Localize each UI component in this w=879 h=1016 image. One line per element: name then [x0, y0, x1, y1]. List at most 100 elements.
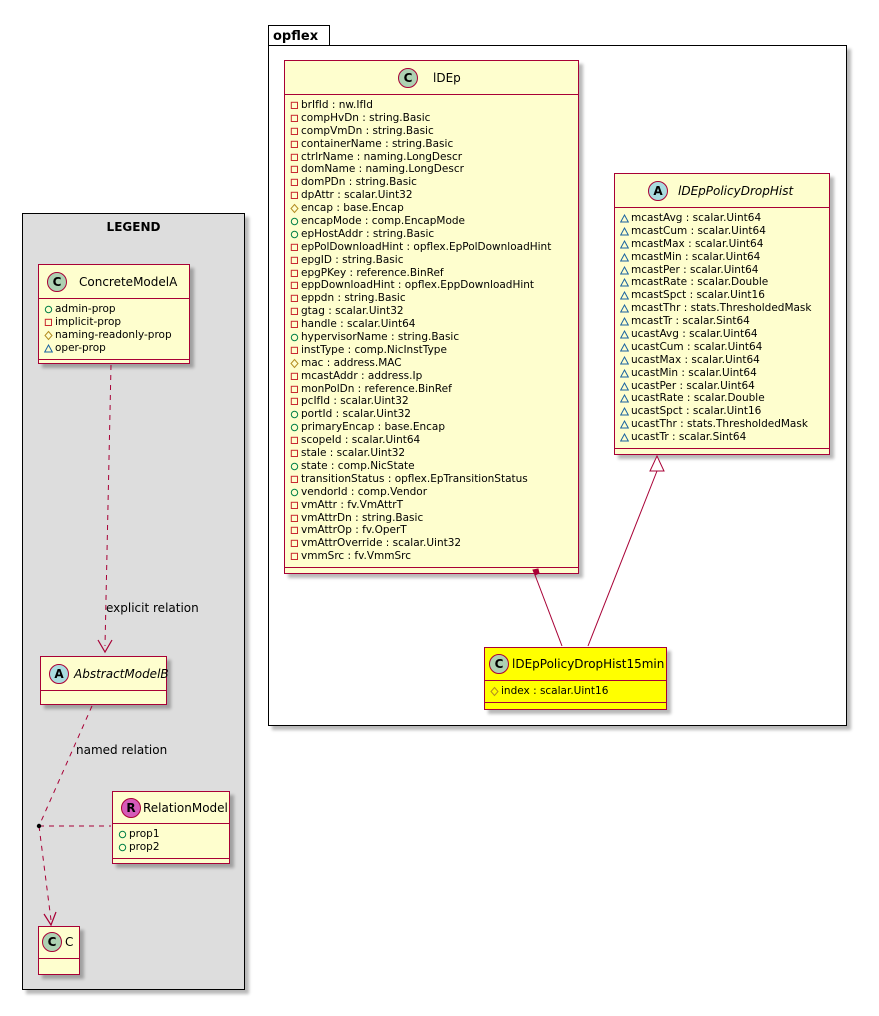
attribute-row: ctrlrName : naming.LongDescr — [285, 151, 578, 164]
composition-diamond — [532, 568, 540, 576]
attribute-row: portId : scalar.Uint32 — [285, 408, 578, 421]
private-visibility-icon — [290, 151, 299, 164]
attribute-text: eppDownloadHint : opflex.EppDownloadHint — [301, 279, 535, 292]
attribute-text: vendorId : comp.Vendor — [301, 485, 428, 498]
attribute-text: prop1 — [129, 828, 160, 840]
explicit-relation-label: explicit relation — [106, 601, 199, 615]
protected-visibility-icon — [44, 329, 53, 342]
private-visibility-icon — [290, 550, 299, 563]
package-visibility-icon — [619, 315, 630, 328]
package-visibility-icon — [619, 328, 630, 341]
attribute-row: eppDownloadHint : opflex.EppDownloadHint — [285, 279, 578, 292]
attribute-row: mcastPer : scalar.Uint64 — [615, 264, 829, 277]
class-name: RelationModel — [143, 801, 228, 815]
attribute-text: index : scalar.Uint16 — [501, 685, 609, 697]
attribute-text: admin-prop — [55, 303, 116, 315]
attribute-text: instType : comp.NicInstType — [301, 343, 447, 356]
attribute-row: instType : comp.NicInstType — [285, 344, 578, 357]
package-visibility-icon — [619, 418, 630, 431]
attribute-row: monPolDn : reference.BinRef — [285, 383, 578, 396]
private-visibility-icon — [290, 189, 299, 202]
attribute-text: ucastPer : scalar.Uint64 — [631, 379, 755, 392]
class-ldep-policy-drop-hist[interactable]: A lDEpPolicyDropHist mcastAvg : scalar.U… — [614, 173, 830, 455]
attribute-row: mcastMax : scalar.Uint64 — [615, 238, 829, 251]
attribute-row: mcastMin : scalar.Uint64 — [615, 251, 829, 264]
protected-visibility-icon — [290, 357, 299, 370]
named-relation-label: named relation — [76, 743, 168, 757]
private-visibility-icon — [290, 279, 299, 292]
private-visibility-icon — [290, 395, 299, 408]
attribute-row: mcastAddr : address.Ip — [285, 370, 578, 383]
attribute-text: prop2 — [129, 840, 160, 853]
attribute-row: compHvDn : string.Basic — [285, 112, 578, 125]
class-ldep-policy-drop-hist-15min[interactable]: C lDEpPolicyDropHist15min index : scalar… — [484, 647, 667, 710]
attribute-text: mcastMin : scalar.Uint64 — [631, 250, 761, 263]
public-visibility-icon — [290, 460, 299, 473]
private-visibility-icon — [290, 524, 299, 537]
private-visibility-icon — [290, 370, 299, 383]
attribute-row: oper-prop — [39, 342, 189, 355]
private-visibility-icon — [290, 512, 299, 525]
attribute-row: index : scalar.Uint16 — [485, 685, 666, 698]
package-visibility-icon — [619, 276, 630, 289]
attribute-row: vmmSrc : fv.VmmSrc — [285, 550, 578, 563]
class-c[interactable]: C C — [38, 926, 80, 975]
package-visibility-icon — [619, 367, 630, 380]
public-visibility-icon — [44, 303, 53, 316]
class-stereotype-icon: C — [42, 932, 62, 952]
package-visibility-icon — [619, 380, 630, 393]
package-visibility-icon — [619, 238, 630, 251]
named-relation-line — [38, 705, 93, 827]
attribute-text: epgPKey : reference.BinRef — [301, 266, 444, 279]
private-visibility-icon — [290, 473, 299, 486]
attribute-row: transitionStatus : opflex.EpTransitionSt… — [285, 473, 578, 486]
private-visibility-icon — [290, 99, 299, 112]
attribute-row: domPDn : string.Basic — [285, 176, 578, 189]
attribute-text: mcastAddr : address.Ip — [301, 369, 423, 382]
attribute-text: mcastPer : scalar.Uint64 — [631, 263, 759, 276]
private-visibility-icon — [290, 292, 299, 305]
attribute-row: mcastRate : scalar.Double — [615, 276, 829, 289]
private-visibility-icon — [290, 499, 299, 512]
attribute-row: compVmDn : string.Basic — [285, 125, 578, 138]
class-stereotype-icon: C — [489, 654, 509, 674]
attribute-text: ucastSpct : scalar.Uint16 — [631, 405, 762, 418]
private-visibility-icon — [290, 176, 299, 189]
package-tab: opflex — [268, 25, 330, 46]
attribute-row: vmAttr : fv.VmAttrT — [285, 499, 578, 512]
package-visibility-icon — [43, 342, 54, 355]
attribute-row: mcastCum : scalar.Uint64 — [615, 225, 829, 238]
attribute-row: epgPKey : reference.BinRef — [285, 267, 578, 280]
public-visibility-icon — [290, 228, 299, 241]
package-visibility-icon — [619, 392, 630, 405]
composition-line — [534, 574, 563, 647]
package-visibility-icon — [619, 264, 630, 277]
class-abstract-model-b[interactable]: A AbstractModelB — [40, 656, 169, 705]
attribute-row: encap : base.Encap — [285, 202, 578, 215]
attribute-row: vmAttrOverride : scalar.Uint32 — [285, 537, 578, 550]
relation-target-line — [38, 825, 52, 921]
package-visibility-icon — [619, 225, 630, 238]
attribute-text: ucastMin : scalar.Uint64 — [631, 366, 757, 379]
attribute-text: epHostAddr : string.Basic — [301, 227, 435, 240]
private-visibility-icon — [290, 434, 299, 447]
attribute-text: epPolDownloadHint : opflex.EpPolDownload… — [301, 240, 552, 253]
attribute-text: ucastRate : scalar.Double — [631, 392, 765, 405]
attribute-row: stale : scalar.Uint32 — [285, 447, 578, 460]
attribute-text: mcastAvg : scalar.Uint64 — [631, 212, 762, 224]
attribute-text: scopeId : scalar.Uint64 — [301, 434, 421, 447]
attribute-text: naming-readonly-prop — [55, 328, 172, 341]
attribute-row: ucastMin : scalar.Uint64 — [615, 367, 829, 380]
private-visibility-icon — [290, 267, 299, 280]
private-visibility-icon — [290, 305, 299, 318]
public-visibility-icon — [290, 215, 299, 228]
attribute-row: mcastThr : stats.ThresholdedMask — [615, 302, 829, 315]
attribute-text: mcastSpct : scalar.Uint16 — [631, 289, 765, 302]
attribute-row: eppdn : string.Basic — [285, 292, 578, 305]
relation-target-arrowhead — [43, 911, 57, 927]
abstract-stereotype-icon: A — [49, 664, 69, 684]
